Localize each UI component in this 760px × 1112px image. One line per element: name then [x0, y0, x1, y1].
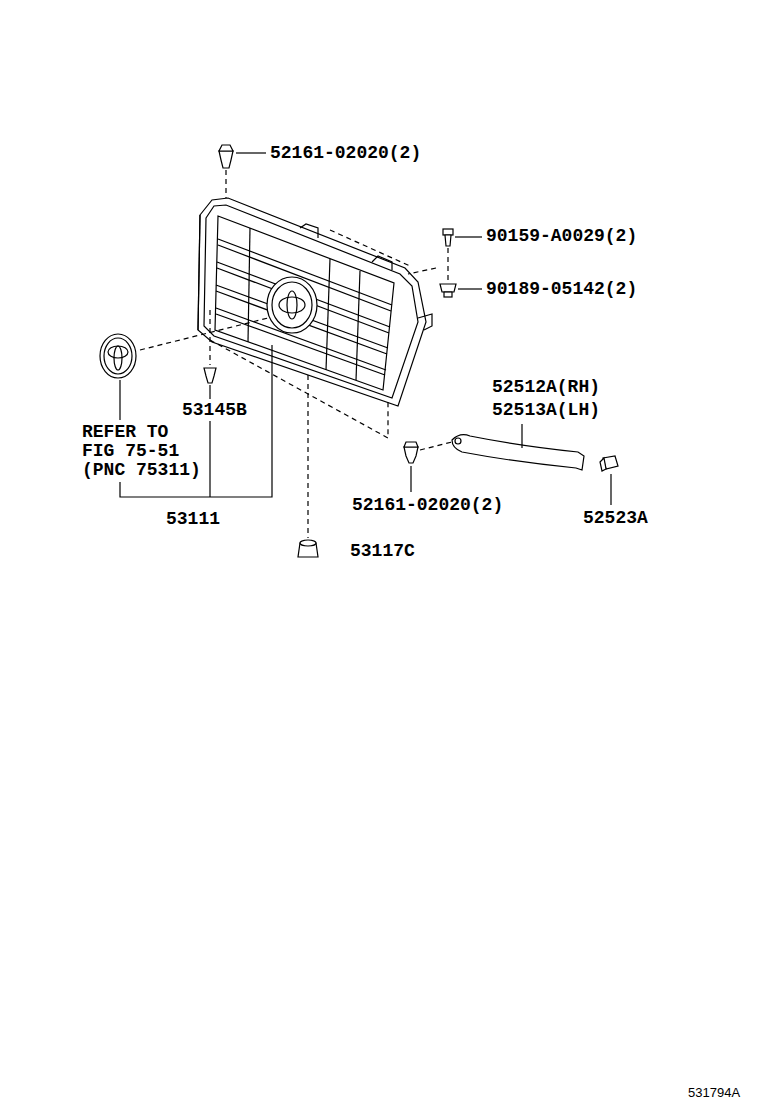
figure-number: 531794A — [688, 1085, 740, 1101]
retainer — [298, 540, 318, 557]
nut — [440, 284, 456, 297]
part-number: 53117C — [350, 541, 415, 561]
part-number: 52512A(RH) — [492, 377, 600, 397]
leader-line — [120, 153, 611, 505]
part-number: 52161-02020(2) — [352, 495, 503, 515]
assembly-line — [140, 170, 452, 538]
clip — [404, 442, 418, 463]
clip — [204, 368, 216, 383]
grille-emblem — [272, 282, 312, 328]
grille-emblem — [287, 291, 297, 319]
emblem — [108, 346, 128, 358]
reference-note: REFER TO FIG 75-51 (PNC 75311) — [82, 423, 204, 480]
grille-lug — [300, 224, 318, 238]
part-number: 52161-02020(2) — [270, 143, 421, 163]
grille-opening — [215, 216, 394, 390]
emblem — [104, 338, 132, 374]
part-number: 53145B — [182, 400, 247, 420]
clip — [219, 145, 233, 168]
grille-bracket — [452, 435, 584, 470]
emblem — [114, 346, 122, 370]
bracket-hole — [455, 438, 461, 444]
part-number: 52523A — [583, 508, 648, 528]
emblem — [100, 334, 136, 378]
grille-lug — [418, 314, 432, 330]
part-number: 90189-05142(2) — [486, 279, 637, 299]
part-number: 52513A(LH) — [492, 400, 600, 420]
part-number: 90159-A0029(2) — [486, 226, 637, 246]
grille-edge — [198, 215, 200, 330]
part-number: 53111 — [166, 509, 220, 529]
clip — [600, 456, 618, 471]
grille-emblem — [267, 277, 317, 333]
bolt — [443, 229, 453, 246]
grille-lug — [372, 256, 392, 270]
grille-frame — [198, 198, 426, 406]
grille-frame-inner — [204, 205, 418, 398]
grille-emblem — [279, 297, 305, 313]
